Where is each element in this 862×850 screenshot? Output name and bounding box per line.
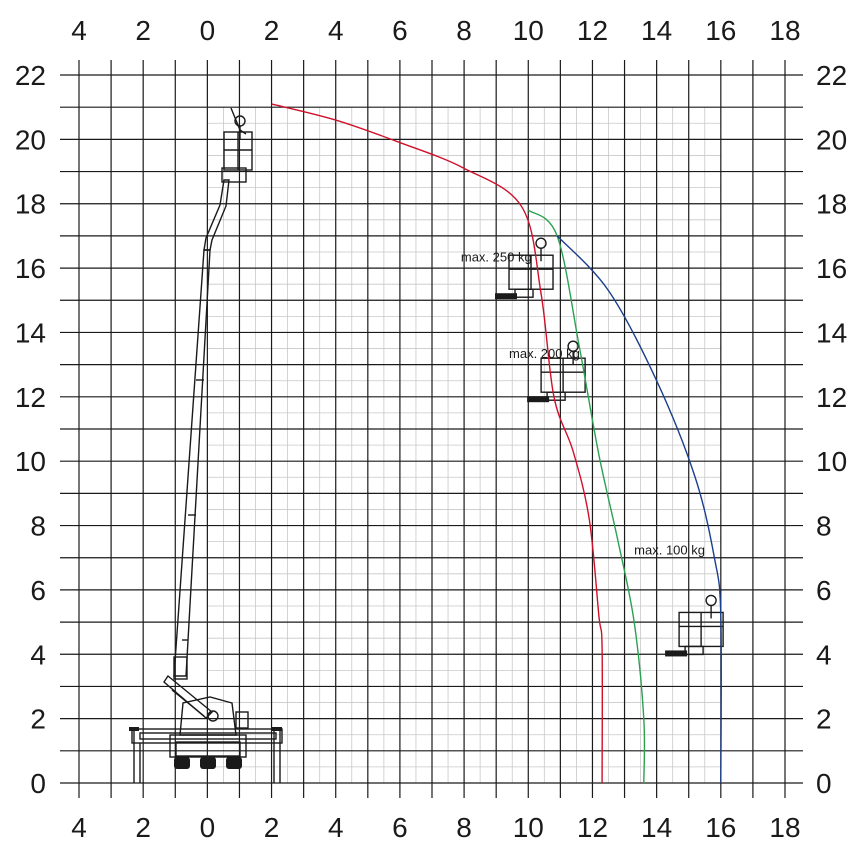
y-tick-label-left: 12 <box>15 382 46 413</box>
x-tick-label-bottom: 8 <box>456 812 472 843</box>
aerial-platform-illustration <box>129 107 283 783</box>
y-tick-label-left: 16 <box>15 253 46 284</box>
x-tick-label-top: 12 <box>577 15 608 46</box>
x-tick-label-top: 2 <box>264 15 280 46</box>
x-tick-label-top: 0 <box>200 15 216 46</box>
y-tick-label-right: 20 <box>816 124 847 155</box>
x-tick-label-top: 2 <box>135 15 151 46</box>
x-tick-label-bottom: 2 <box>135 812 151 843</box>
y-tick-label-left: 20 <box>15 124 46 155</box>
y-tick-label-right: 6 <box>816 575 832 606</box>
y-tick-label-right: 10 <box>816 446 847 477</box>
x-tick-label-top: 14 <box>641 15 672 46</box>
load-annotations: max. 250 kg max. 200 kg max. 100 kg <box>461 250 705 558</box>
y-tick-label-right: 16 <box>816 253 847 284</box>
x-tick-label-bottom: 4 <box>71 812 87 843</box>
y-tick-label-left: 4 <box>30 639 46 670</box>
x-tick-label-bottom: 0 <box>200 812 216 843</box>
x-tick-label-top: 10 <box>513 15 544 46</box>
y-tick-label-right: 22 <box>816 60 847 91</box>
x-tick-label-bottom: 12 <box>577 812 608 843</box>
y-tick-label-left: 22 <box>15 60 46 91</box>
platform-basket-icon <box>527 340 586 403</box>
load-label: max. 250 kg <box>461 250 532 265</box>
load-curves <box>271 103 722 784</box>
x-tick-label-top: 8 <box>456 15 472 46</box>
platform-basket-icon <box>495 237 554 300</box>
y-tick-label-left: 14 <box>15 317 46 348</box>
x-tick-label-top: 6 <box>392 15 408 46</box>
y-tick-label-right: 14 <box>816 317 847 348</box>
load-label: max. 100 kg <box>634 543 705 558</box>
y-tick-label-left: 10 <box>15 446 46 477</box>
y-tick-label-right: 0 <box>816 768 832 799</box>
load-curve-max-100-kg <box>556 235 722 784</box>
x-tick-label-bottom: 18 <box>769 812 800 843</box>
load-curve-max-250-kg <box>271 103 604 784</box>
y-tick-label-right: 8 <box>816 511 832 542</box>
load-curve-max-200-kg <box>527 209 646 784</box>
x-tick-label-top: 4 <box>71 15 87 46</box>
x-tick-label-bottom: 16 <box>705 812 736 843</box>
y-tick-label-left: 18 <box>15 189 46 220</box>
x-tick-label-bottom: 2 <box>264 812 280 843</box>
y-tick-label-left: 6 <box>30 575 46 606</box>
x-tick-label-top: 18 <box>769 15 800 46</box>
y-tick-label-left: 0 <box>30 768 46 799</box>
y-tick-label-right: 12 <box>816 382 847 413</box>
x-tick-label-top: 16 <box>705 15 736 46</box>
platform-basket-icon <box>665 594 724 657</box>
y-tick-label-left: 8 <box>30 511 46 542</box>
platform-icons <box>495 237 724 657</box>
grid <box>60 60 803 798</box>
x-tick-label-bottom: 14 <box>641 812 672 843</box>
y-tick-label-left: 2 <box>30 704 46 735</box>
y-tick-label-right: 2 <box>816 704 832 735</box>
y-tick-label-right: 18 <box>816 189 847 220</box>
x-tick-label-top: 4 <box>328 15 344 46</box>
x-tick-label-bottom: 10 <box>513 812 544 843</box>
y-tick-label-right: 4 <box>816 639 832 670</box>
x-tick-label-bottom: 4 <box>328 812 344 843</box>
x-tick-label-bottom: 6 <box>392 812 408 843</box>
load-label: max. 200 kg <box>509 346 580 361</box>
